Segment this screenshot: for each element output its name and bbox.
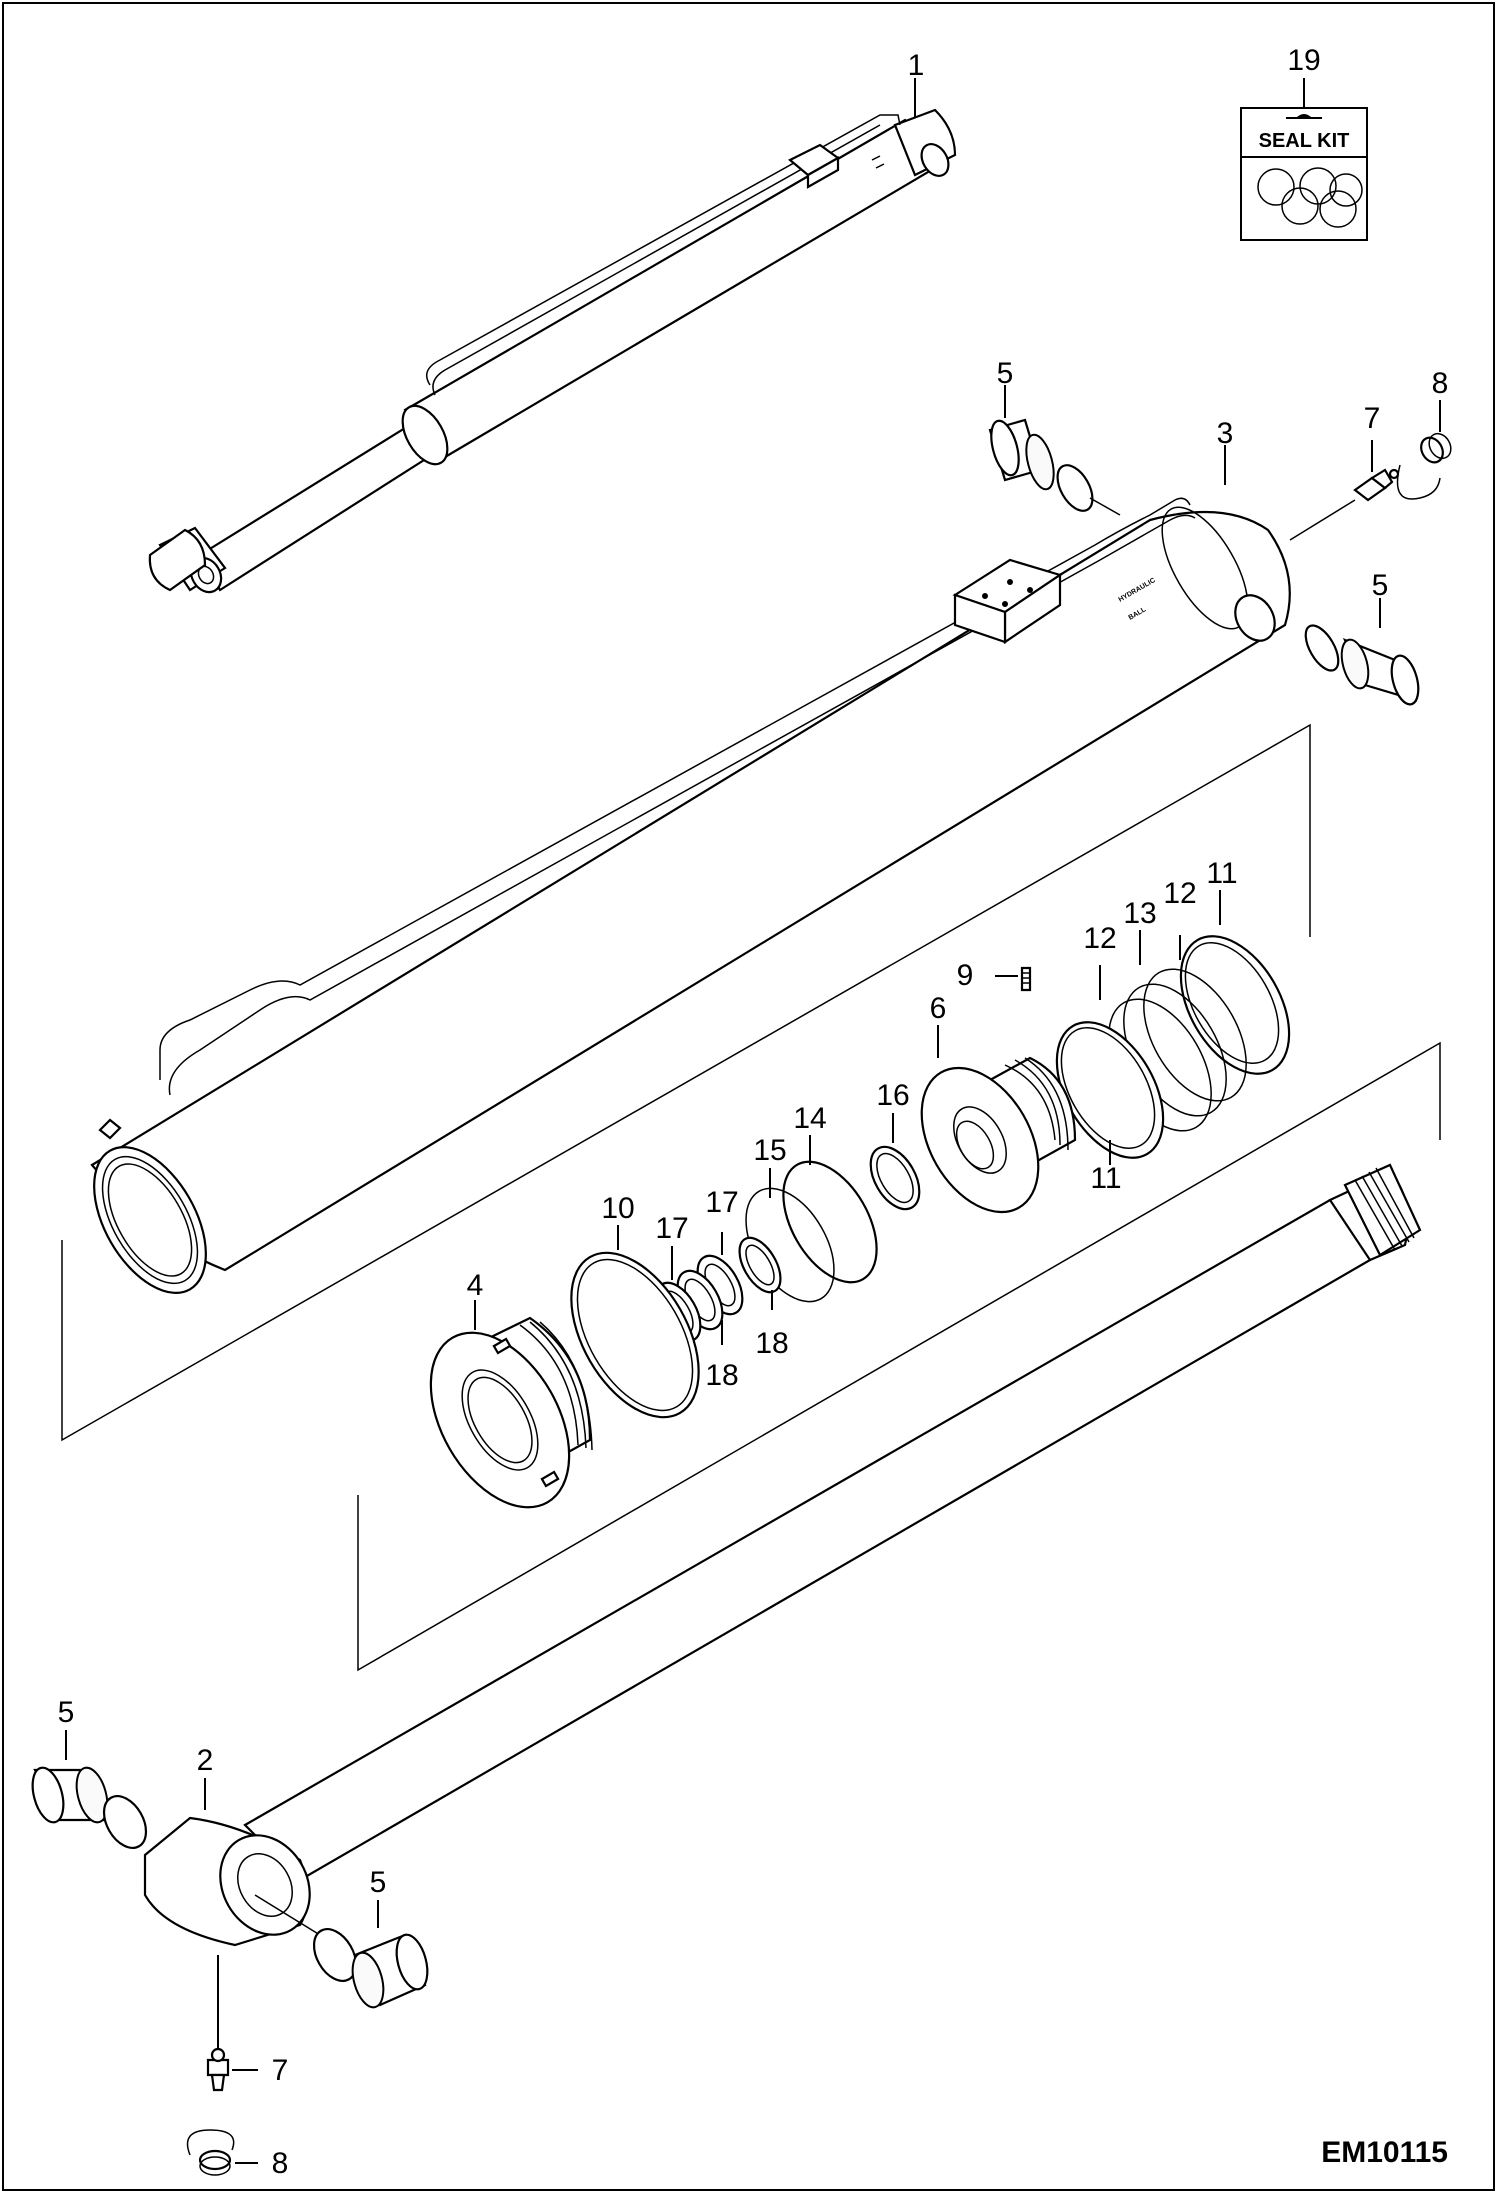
callout-14: 14 — [793, 1102, 826, 1135]
bushing-upper-right — [1304, 598, 1420, 706]
bushing-lower-left — [31, 1730, 148, 1849]
callout-16: 16 — [876, 1079, 909, 1112]
callout-6: 6 — [930, 992, 947, 1025]
gland — [429, 1300, 593, 1509]
callout-7-lower: 7 — [272, 2054, 289, 2087]
callout-17-left: 17 — [655, 1212, 688, 1245]
barrel-assembly: HYDRAULIC BALL — [90, 445, 1356, 1294]
callout-4: 4 — [467, 1269, 484, 1302]
grease-fitting-lower — [186, 2047, 258, 2176]
callout-7-upper: 7 — [1364, 402, 1381, 435]
bushing-upper-left — [988, 385, 1121, 516]
explode-guide-upper — [61, 723, 1311, 1442]
callout-17-right: 17 — [705, 1186, 738, 1219]
callout-8-upper: 8 — [1432, 367, 1449, 400]
callout-5-upper-right: 5 — [1372, 569, 1389, 602]
bushing-lower-right — [312, 1900, 429, 2009]
callout-5-lower-right: 5 — [370, 1866, 387, 1899]
callout-10: 10 — [601, 1192, 634, 1225]
seal-kit-box: SEAL KIT — [1240, 78, 1368, 241]
callout-8-lower: 8 — [272, 2147, 289, 2180]
callout-9: 9 — [957, 959, 974, 992]
callout-5-upper-left: 5 — [997, 357, 1014, 390]
seal-kit-label: SEAL KIT — [1259, 130, 1350, 152]
callout-12-right: 12 — [1163, 877, 1196, 910]
callout-5-lower-left: 5 — [58, 1696, 75, 1729]
assembled-cylinder — [148, 78, 957, 594]
callout-15: 15 — [753, 1134, 786, 1167]
callout-12-left: 12 — [1083, 922, 1116, 955]
callout-13: 13 — [1123, 897, 1156, 930]
callout-3: 3 — [1217, 417, 1234, 450]
drawing-code: EM10115 — [1321, 2136, 1448, 2169]
callout-18-right: 18 — [755, 1327, 788, 1360]
callout-1: 1 — [908, 49, 925, 82]
callout-18-left: 18 — [705, 1359, 738, 1392]
callout-2: 2 — [197, 1744, 214, 1777]
callout-19: 19 — [1287, 44, 1320, 77]
grease-fitting-upper — [1353, 400, 1452, 502]
callout-11-lower: 11 — [1090, 1162, 1121, 1195]
callout-labels: 1 19 5 3 7 8 5 11 12 13 12 9 6 16 14 15 … — [58, 44, 1449, 2180]
rod-assembly — [143, 1041, 1441, 2050]
piston-seals — [570, 890, 1291, 1419]
callout-11-upper: 11 — [1206, 857, 1237, 890]
